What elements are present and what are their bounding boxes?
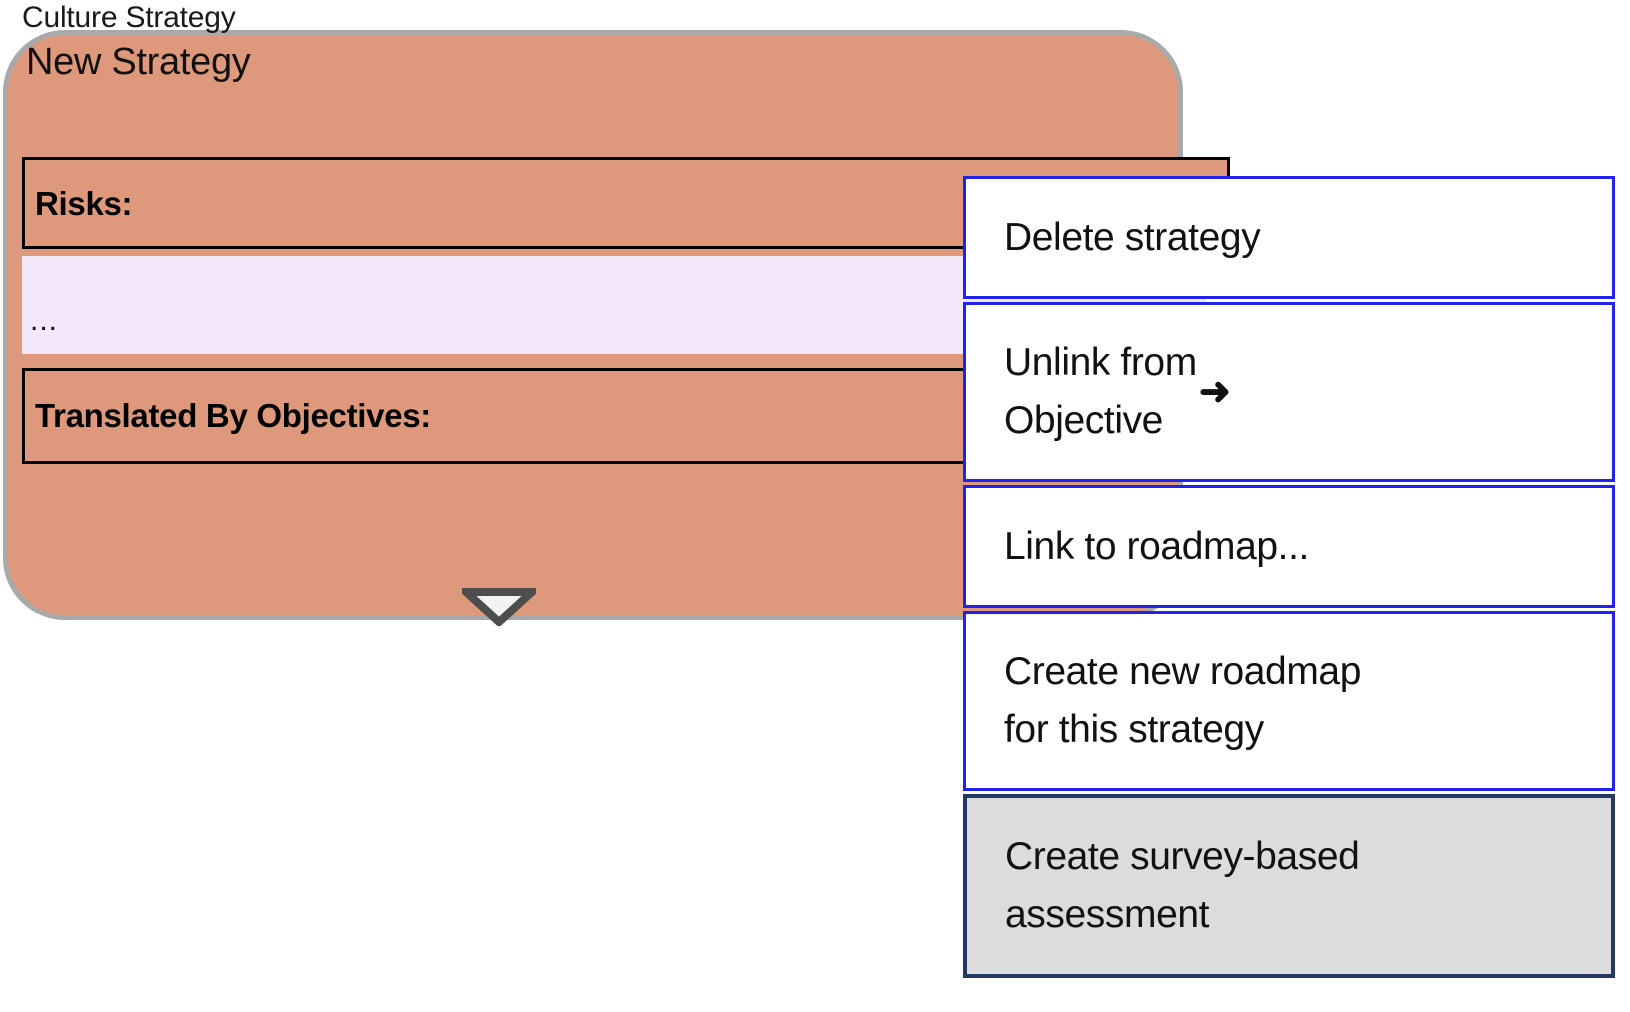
risks-value-text: ... — [30, 304, 59, 337]
card-title[interactable]: New Strategy — [26, 41, 251, 83]
canvas-label-culture-strategy: Culture Strategy — [22, 1, 236, 34]
objectives-field-label: Translated By Objectives: — [35, 397, 431, 434]
menu-item-label: Create new roadmap for this strategy — [1004, 650, 1361, 751]
chevron-down-icon[interactable] — [455, 588, 543, 628]
menu-item-delete-strategy[interactable]: Delete strategy — [963, 176, 1615, 299]
menu-item-label: Unlink from Objective — [1004, 341, 1197, 442]
context-menu[interactable]: Delete strategy Unlink from Objective➜ L… — [963, 176, 1615, 978]
submenu-arrow-icon: ➜ — [1198, 371, 1231, 413]
menu-item-create-survey-based-assessment[interactable]: Create survey-based assessment — [963, 794, 1615, 978]
menu-item-unlink-from-objective[interactable]: Unlink from Objective➜ — [963, 302, 1615, 482]
risks-field-label: Risks: — [35, 185, 133, 222]
menu-item-label: Create survey-based assessment — [1005, 835, 1360, 936]
menu-item-link-to-roadmap[interactable]: Link to roadmap... — [963, 485, 1615, 608]
menu-item-label: Link to roadmap... — [1004, 524, 1309, 568]
menu-item-create-new-roadmap[interactable]: Create new roadmap for this strategy — [963, 611, 1615, 791]
menu-item-label: Delete strategy — [1004, 215, 1261, 259]
